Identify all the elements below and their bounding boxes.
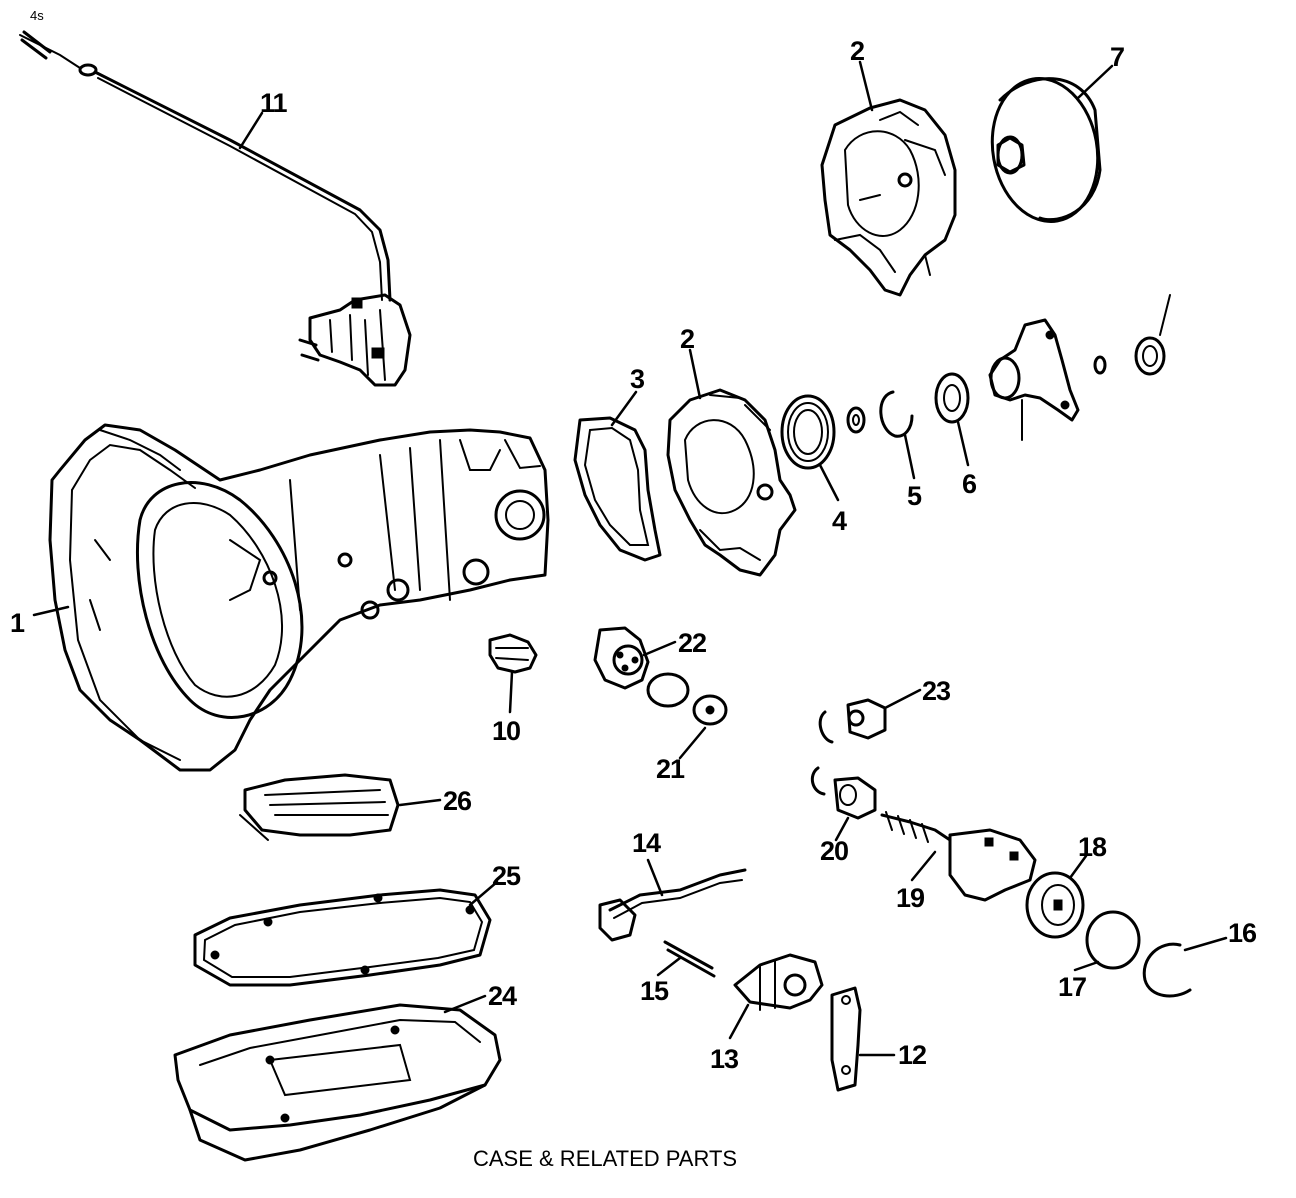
- callout-21: 21: [656, 754, 685, 784]
- callout-5: 5: [907, 481, 922, 511]
- callout-4: 4: [832, 506, 847, 536]
- part-18-cover: [1025, 871, 1085, 939]
- part-14-linkage: [598, 868, 747, 942]
- part-22-piston: [593, 626, 650, 690]
- callout-2-lower: 2: [680, 324, 694, 354]
- part-2-extension-housing-lower: [666, 388, 797, 577]
- callout-16: 16: [1228, 918, 1257, 948]
- callout-10: 10: [492, 716, 520, 746]
- part-1-transmission-case: [48, 423, 550, 772]
- part-2-extension-housing-upper: [820, 98, 957, 297]
- callout-22: 22: [678, 628, 706, 658]
- part-12-bracket: [830, 986, 862, 1092]
- callout-13: 13: [710, 1044, 739, 1074]
- callout-20: 20: [820, 836, 848, 866]
- flange-nut: [1093, 294, 1171, 376]
- part-16-snap-ring: [1142, 942, 1192, 998]
- callout-labels: 1 2 2 3 4 5 6 7 10 11 12 13 14 15 16 17 …: [10, 36, 1258, 1074]
- callout-19: 19: [896, 883, 925, 913]
- callout-25: 25: [492, 861, 521, 891]
- callout-23: 23: [922, 676, 951, 706]
- callout-14: 14: [632, 828, 661, 858]
- part-10-plug: [488, 633, 538, 674]
- part-4-bearing: [780, 394, 836, 470]
- part-23-plug: [818, 698, 887, 744]
- leader-lines: [32, 60, 1228, 1057]
- part-7-drum: [990, 77, 1102, 223]
- part-3-gasket: [573, 416, 662, 562]
- callout-12: 12: [898, 1040, 926, 1070]
- part-6-seal: [934, 372, 970, 424]
- part-19-valve-assembly: [880, 811, 1037, 902]
- callout-2-upper: 2: [850, 36, 864, 66]
- callout-6: 6: [962, 469, 977, 499]
- part-5-snap-ring: [879, 390, 914, 438]
- part-25-pan-gasket: [193, 888, 492, 987]
- part-20-sleeve: [810, 766, 877, 820]
- callout-24: 24: [488, 981, 517, 1011]
- part-13-lever-assembly: [733, 953, 824, 1011]
- callout-11: 11: [260, 88, 288, 118]
- output-flange: [988, 318, 1080, 441]
- part-24-oil-pan: [173, 1003, 502, 1162]
- callout-26: 26: [443, 786, 472, 816]
- o-ring: [646, 672, 690, 708]
- callout-3: 3: [630, 364, 645, 394]
- callout-15: 15: [640, 976, 669, 1006]
- part-21-washer: [692, 694, 728, 726]
- corner-mark: 4s: [30, 8, 44, 23]
- callout-17: 17: [1058, 972, 1086, 1002]
- part-15-rod: [663, 940, 716, 978]
- callout-18: 18: [1078, 832, 1107, 862]
- part-11-cable-actuator: [19, 30, 412, 387]
- washer: [846, 406, 866, 434]
- callout-1: 1: [10, 608, 25, 638]
- part-17-o-ring: [1085, 910, 1141, 970]
- part-26-filter: [239, 773, 400, 841]
- diagram-caption: CASE & RELATED PARTS: [473, 1146, 737, 1171]
- callout-7: 7: [1110, 42, 1124, 72]
